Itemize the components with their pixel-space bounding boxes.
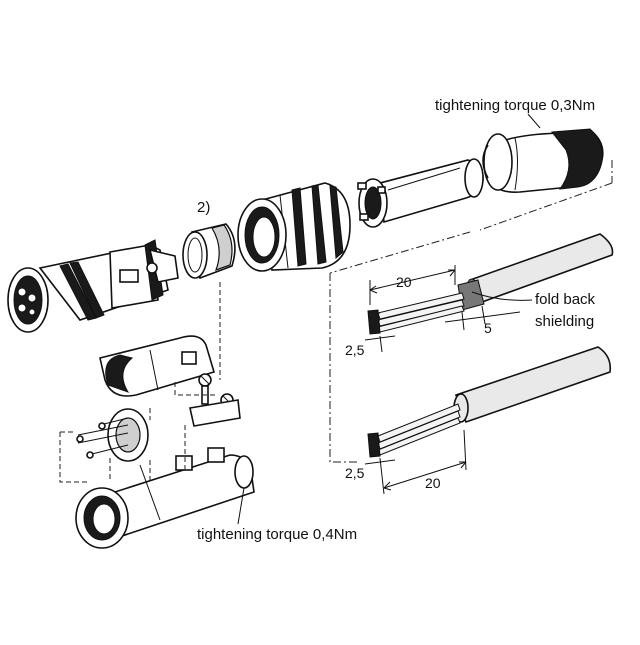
torque-top-label: tightening torque 0,3Nm	[435, 97, 595, 114]
contact-carrier	[76, 408, 149, 462]
upper-cable	[367, 233, 614, 335]
lower-wire-end-label: 2,5	[345, 465, 365, 481]
note-2-label: 2)	[197, 199, 210, 216]
lower-dimension-20	[381, 429, 467, 495]
upper-wire-end-label: 2,5	[345, 342, 365, 358]
cable-boot	[379, 158, 484, 224]
fold-back-leader	[471, 291, 533, 301]
upper-strip-length-label: 20	[396, 274, 412, 290]
upper-dimension-5	[444, 305, 521, 331]
torque-bottom-label: tightening torque 0,4Nm	[197, 526, 357, 543]
connector-housing	[75, 447, 255, 549]
upper-dimension-2-5	[364, 335, 396, 353]
strain-relief-cap	[482, 128, 604, 193]
clamp-screws	[189, 373, 241, 427]
fold-back-label-line2: shielding	[535, 313, 594, 330]
shield-sleeve	[182, 223, 236, 280]
assembly-guides	[59, 160, 613, 483]
lower-dimension-2-5	[364, 457, 396, 477]
torque-bottom-leader	[237, 487, 245, 525]
torque-top-leader	[527, 113, 541, 129]
lower-cable	[367, 346, 612, 458]
upper-dimension-20	[369, 265, 456, 305]
collet-ring	[357, 178, 388, 228]
shell-half	[99, 335, 215, 397]
male-plug-insert	[7, 239, 179, 333]
lower-strip-length-label: 20	[425, 475, 441, 491]
fold-back-label-line1: fold back	[535, 291, 596, 308]
upper-shield-length-label: 5	[484, 320, 492, 336]
coupling-nut	[237, 182, 351, 272]
